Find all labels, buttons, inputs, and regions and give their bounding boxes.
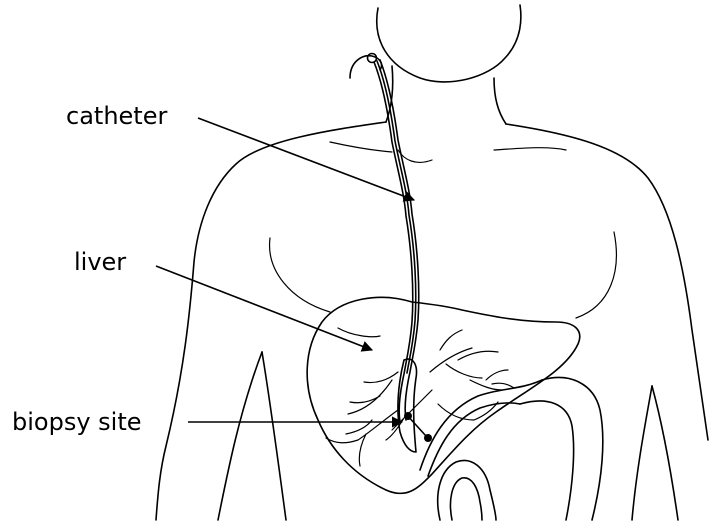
annotations: catheter liver biopsy site — [12, 102, 414, 436]
liver-outline — [307, 297, 580, 493]
left-shoulder — [156, 122, 386, 520]
stomach-inner — [520, 401, 574, 520]
arrow-catheter — [198, 118, 414, 200]
label-liver: liver — [74, 248, 126, 276]
biopsy-needle-tip — [424, 434, 432, 442]
right-shoulder — [506, 124, 708, 440]
catheter — [350, 54, 432, 443]
esophagus-to-stomach-inner — [428, 403, 520, 476]
duodenum — [438, 460, 496, 520]
arrow-liver — [156, 266, 372, 350]
right-pectoral-line — [576, 232, 616, 318]
head-outline — [377, 5, 521, 82]
catheter-tube-wall — [377, 61, 416, 373]
right-clavicle — [494, 148, 566, 150]
right-torso-side — [632, 386, 652, 520]
left-torso-side — [262, 352, 286, 520]
liver — [307, 297, 580, 493]
stomach-outer — [542, 378, 603, 520]
left-clavicle — [330, 142, 392, 152]
stomach — [420, 378, 603, 520]
left-pectoral-line — [270, 238, 330, 312]
duodenum-inner — [450, 478, 482, 520]
right-inner-arm — [652, 386, 678, 520]
label-catheter: catheter — [66, 102, 167, 130]
neck-right — [494, 78, 506, 124]
catheter-tube-inner — [374, 62, 413, 422]
left-inner-arm — [218, 352, 262, 520]
biopsy-needle-base — [404, 412, 412, 420]
label-biopsy-site: biopsy site — [12, 408, 142, 436]
catheter-hub — [368, 54, 377, 63]
liver-lobe-fold — [338, 328, 380, 337]
